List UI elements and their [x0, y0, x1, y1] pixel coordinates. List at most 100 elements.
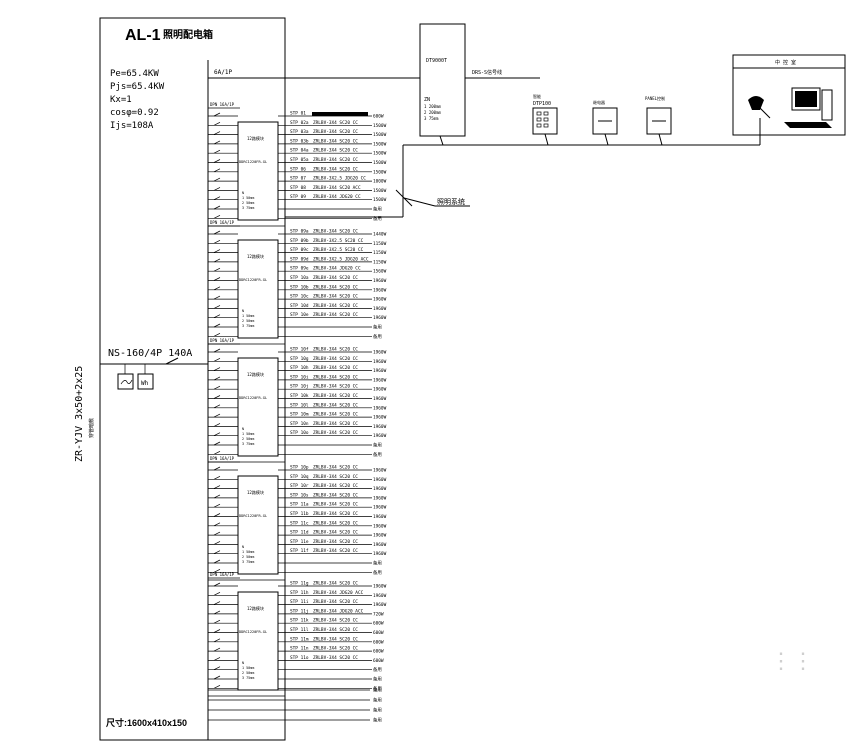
- circuit-load: 1960W: [373, 396, 387, 402]
- module-sub: 1 50mm: [242, 196, 254, 200]
- incoming-note: 穿管暗敷: [88, 418, 95, 438]
- circuit-breaker-contact: [213, 601, 221, 605]
- circuit-breaker-contact: [213, 258, 221, 263]
- param-pjs: Pjs=65.4KW: [110, 82, 165, 92]
- circuit-breaker-contact: [213, 112, 221, 117]
- circuit-breaker-contact: [213, 531, 221, 536]
- circuit-breaker-contact: [213, 214, 221, 219]
- module-label: 12路模块: [247, 135, 264, 141]
- panel-enclosure: [99, 17, 286, 741]
- circuit-breaker-contact: [213, 121, 221, 126]
- circuit-breaker-contact: [213, 159, 221, 163]
- circuit-breaker-contact: [213, 267, 221, 272]
- circuit-load: 1960W: [373, 602, 387, 608]
- circuit-cable: ZRLBV-3X4 SC20 CC: [313, 646, 358, 652]
- module-label: 12路模块: [247, 605, 264, 611]
- circuit-load: 1960W: [373, 477, 387, 483]
- controller-item-0: ZN: [424, 97, 430, 103]
- circuit-breaker-contact: [213, 413, 221, 418]
- circuit-load: 1960W: [373, 542, 387, 548]
- circuit-cable: ZRLBV-3X4 SC20 CC: [313, 120, 358, 126]
- device3-top: PANEL控制: [645, 95, 665, 101]
- circuit-cable: ZRLBV-3X4 JDG20 CC: [313, 266, 361, 272]
- control-room-title: 中 控 室: [775, 59, 796, 66]
- circuit-load: 备用: [373, 215, 382, 222]
- spare-label: 备用: [373, 697, 382, 704]
- computer-icon: [748, 87, 833, 128]
- circuit-breaker-contact: [213, 286, 221, 291]
- circuit-breaker-contact: [213, 629, 221, 633]
- circuit-cable: ZRLBV-3X4 SC20 CC: [313, 365, 358, 371]
- panel-size: 尺寸:1600x410x150: [106, 717, 187, 728]
- circuit-load: 1500W: [373, 151, 387, 157]
- circuit-breaker-contact: [213, 131, 221, 135]
- device3-drop: [658, 133, 663, 146]
- spare-label: 备用: [373, 717, 382, 724]
- circuit-id: STP 08: [290, 185, 306, 191]
- circuit-load: 1960W: [373, 359, 387, 365]
- circuit-breaker-contact: [213, 140, 221, 145]
- module-label: 12路模块: [247, 371, 264, 377]
- watermark-logo: ⋮⋮: [770, 648, 814, 673]
- circuit-breaker-contact: [213, 591, 221, 596]
- circuit-load: 1000W: [373, 179, 387, 185]
- module-label: 12路模块: [247, 489, 264, 495]
- circuit-breaker-contact: [213, 522, 221, 527]
- circuit-load: 备用: [373, 451, 382, 458]
- circuit-load: 备用: [373, 685, 382, 692]
- device1-drop: [544, 133, 549, 146]
- circuit-breaker-contact: [213, 332, 221, 337]
- circuit-id: STP 11n: [290, 646, 309, 652]
- circuit-id: STP 11e: [290, 539, 309, 545]
- panel-code: AL-1: [125, 27, 161, 44]
- circuit-load: 1150W: [373, 241, 387, 247]
- circuit-cable: ZRLBV-3X4 SC20 CC: [313, 548, 358, 554]
- circuit-breaker-contact: [213, 149, 221, 154]
- circuit-breaker-contact: [213, 666, 221, 671]
- module-sub: 2 50mm: [242, 671, 254, 675]
- circuit-id: STP 03b: [290, 138, 309, 144]
- circuit-cable: ZRLBV-3X4 SC20 CC: [313, 483, 358, 489]
- device1-led: [536, 111, 542, 116]
- circuit-id: STP 06: [290, 166, 306, 172]
- circuit-load: 备用: [373, 676, 382, 683]
- circuit-id: STP 09d: [290, 256, 309, 262]
- circuit-load: 600W: [373, 639, 384, 645]
- circuit-load: 1960W: [373, 278, 387, 284]
- circuit-id: STP 10j: [290, 384, 309, 390]
- circuit-breaker-contact: [213, 647, 221, 652]
- device1-led: [536, 117, 542, 122]
- circuit-breaker-contact: [213, 357, 221, 362]
- circuit-cable: ZRLBV-3X4 SC20 CC: [313, 157, 358, 163]
- circuit-breaker-contact: [213, 230, 221, 235]
- device2-drop: [604, 133, 609, 146]
- device1-led: [543, 111, 549, 116]
- circuit-id: STP 11a: [290, 502, 309, 508]
- circuit-id: STP 10k: [290, 393, 309, 399]
- param-pe: Pe=65.4KW: [110, 69, 159, 79]
- module-sub: 2 50mm: [242, 437, 254, 441]
- circuit-id: STP 05a: [290, 157, 309, 163]
- svg-text:⋮⋮: ⋮⋮: [770, 648, 814, 673]
- param-kx: Kx=1: [110, 95, 132, 105]
- circuit-cable: ZRLBV-3X4 SC20 CC: [313, 655, 358, 661]
- circuit-breaker-contact: [213, 249, 221, 253]
- circuit-load: 1500W: [373, 132, 387, 138]
- module-sub: 3 75mm: [242, 560, 254, 564]
- meter-box: [137, 373, 154, 390]
- module-sub: N: [242, 545, 244, 549]
- circuit-cable: ZRLBV-3X4 SC20 CC: [313, 393, 358, 399]
- main-breaker-label: NS-160/4P 140A: [108, 348, 192, 359]
- circuit-load: 备用: [373, 324, 382, 331]
- panel-name: 照明配电箱: [163, 28, 213, 41]
- module-sub: 1 50mm: [242, 314, 254, 318]
- circuit-load: 1960W: [373, 505, 387, 511]
- circuit-breaker-contact: [213, 205, 221, 210]
- circuit-id: STP 11l: [290, 627, 309, 633]
- group-breaker-label: DPN 16A/1P: [210, 338, 235, 343]
- circuit-load: 备用: [373, 569, 382, 576]
- circuit-load: 备用: [373, 560, 382, 567]
